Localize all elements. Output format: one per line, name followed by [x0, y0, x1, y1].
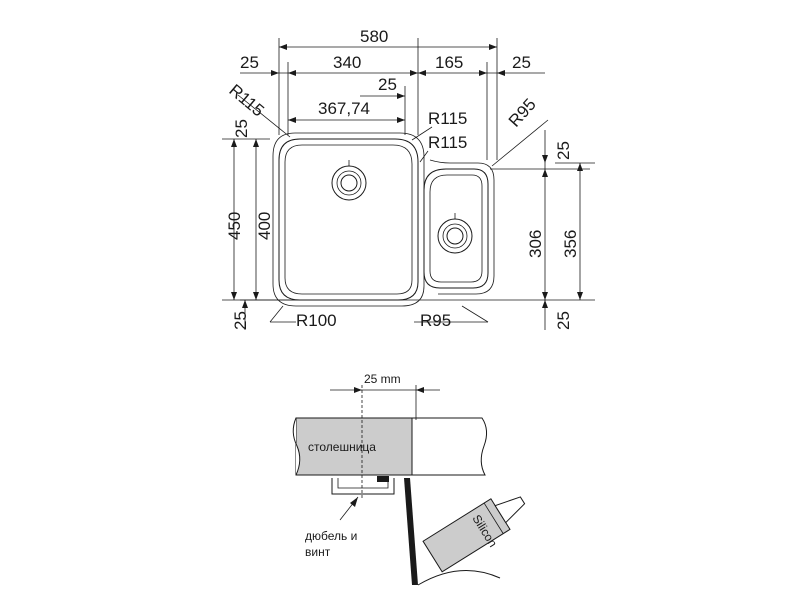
sink-wall-thick: [404, 478, 418, 585]
large-bowl-outline: [278, 138, 419, 301]
r115-label-b: R115: [428, 109, 467, 128]
large-bowl-drain: [331, 160, 367, 201]
small-bowl-rim: [429, 159, 495, 295]
dim-25-mid-label: 25: [378, 75, 397, 94]
dim-580-label: 580: [360, 27, 388, 46]
sink-body: [410, 417, 488, 476]
small-bowl-inner: [429, 174, 483, 283]
r115-label-c: R115: [428, 133, 467, 152]
dim-25-v-bottom-label: 25: [231, 311, 250, 330]
countertop-label: столешница: [308, 440, 376, 454]
fixing-label-line1: дюбель и: [305, 529, 357, 543]
dim-25-v-right-bottom-label: 25: [554, 311, 573, 330]
dim-450-label: 450: [225, 212, 244, 240]
fixing-screw: [377, 476, 389, 482]
fixing-clamp-inner: [337, 478, 389, 489]
countertop-break-left: [292, 417, 301, 476]
small-bowl-drain: [437, 213, 473, 254]
small-bowl-outline: [423, 168, 489, 289]
large-bowl-rim: [272, 132, 425, 307]
dim-25mm-arrow-left: [354, 387, 362, 393]
r95-bottom-label: R95: [420, 311, 451, 330]
fixing-clamp: [331, 478, 395, 495]
dim-25mm-arrow-right: [416, 387, 424, 393]
r95-top-label: R95: [505, 95, 540, 131]
extension-lines: [222, 38, 595, 301]
dim-25-v-right-top-label: 25: [554, 141, 573, 160]
countertop-block: [295, 417, 413, 476]
fixing-label-line2: винт: [305, 545, 331, 559]
silicon-tube: [422, 496, 526, 573]
dim-367-label: 367,74: [318, 99, 370, 118]
dim-25-v-left-label: 25: [232, 119, 251, 138]
dim-400-label: 400: [255, 212, 274, 240]
dimension-lines: [233, 46, 581, 330]
r100-label: R100: [296, 311, 337, 330]
dimension-arrows: [231, 44, 583, 308]
dim-25-right-label: 25: [512, 53, 531, 72]
dim-356-label: 356: [561, 230, 580, 258]
dim-25mm-label: 25 mm: [364, 372, 401, 386]
sink-top-view: 580 25 340 165 25 25 367,74 R115 R115 R1…: [222, 27, 595, 330]
dim-306-label: 306: [526, 230, 545, 258]
sink-bottom-curve: [417, 569, 501, 586]
large-bowl-inner: [284, 144, 413, 295]
dim-340-label: 340: [333, 53, 361, 72]
installation-section-view: 25 mm столешница дюбель и винт Silicon: [292, 372, 526, 586]
dim-165-label: 165: [435, 53, 463, 72]
dim-25-left-label: 25: [240, 53, 259, 72]
fixing-arrow: [350, 497, 358, 507]
